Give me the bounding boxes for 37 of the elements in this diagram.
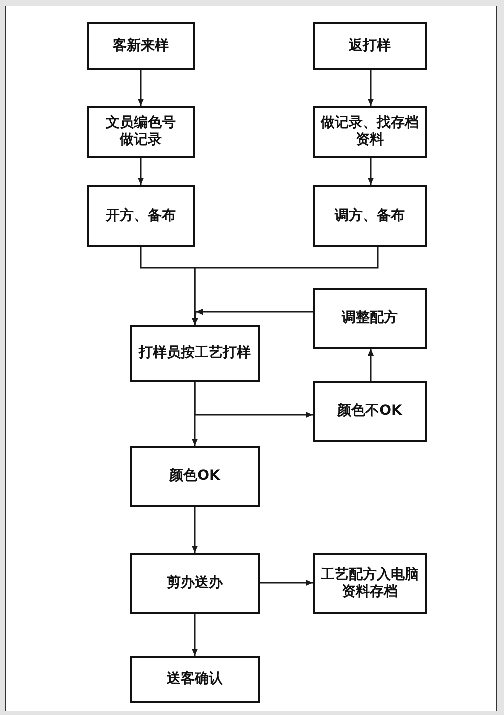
flow-arrow: [192, 614, 198, 656]
step-label: 剪办送办: [167, 575, 223, 592]
process-box: [313, 106, 427, 158]
process-box: [87, 22, 195, 70]
flow-arrow: [138, 70, 144, 106]
flow-arrow: [138, 158, 144, 185]
flow-arrow: [260, 580, 313, 586]
step-label: 颜色不OK: [338, 403, 402, 420]
process-box: [313, 22, 427, 70]
flow-arrow: [368, 158, 374, 185]
process-box: [130, 553, 260, 614]
step-label: 调方、备布: [335, 208, 405, 224]
process-box: [130, 446, 260, 507]
process-box: [87, 185, 195, 247]
process-box: [130, 325, 260, 382]
flow-arrow: [192, 247, 379, 325]
step-label: 做记录、找存档资料: [320, 115, 420, 149]
process-box: [313, 381, 427, 442]
flow-arrow: [194, 309, 313, 326]
step-label: 送客确认: [167, 671, 223, 688]
step-label: 工艺配方入电脑资料存档: [320, 566, 420, 600]
process-box: [87, 106, 195, 158]
step-label: 颜色OK: [170, 468, 220, 485]
process-box: [313, 553, 427, 614]
step-label: 打样员按工艺打样: [139, 345, 251, 362]
flow-arrow: [368, 70, 374, 106]
process-box: [130, 656, 260, 703]
step-label: 文员编色号做记录: [105, 115, 177, 149]
process-box: [313, 288, 427, 349]
flow-arrow: [192, 382, 198, 446]
process-box: [313, 185, 427, 247]
step-label: 开方、备布: [106, 208, 176, 224]
step-label: 客新来样: [113, 38, 169, 54]
step-label: 调整配方: [342, 310, 398, 327]
step-label: 返打样: [349, 38, 391, 54]
flow-arrow: [368, 349, 374, 381]
flow-arrow: [192, 507, 198, 553]
